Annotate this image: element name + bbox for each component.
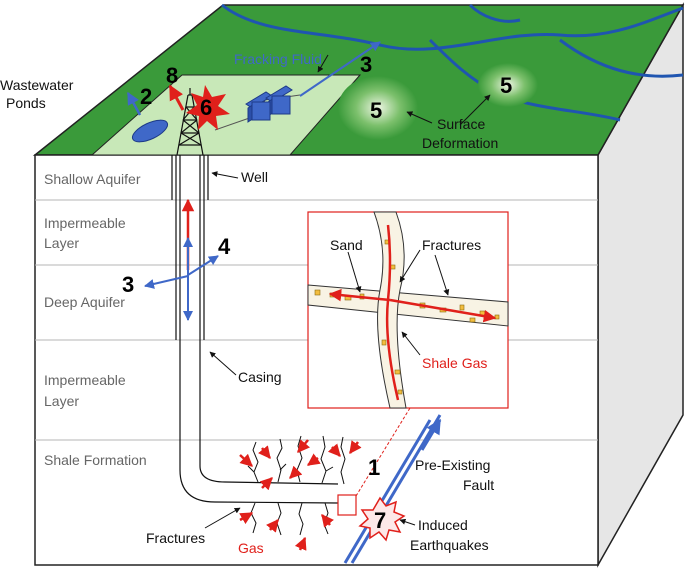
wastewater-ponds-line1: Wastewater — [0, 77, 74, 93]
marker-3-surface: 3 — [360, 52, 372, 77]
marker-1: 1 — [368, 455, 380, 480]
marker-8: 8 — [166, 63, 178, 88]
inset-shale-gas-label: Shale Gas — [422, 355, 487, 371]
surface-deformation-line2: Deformation — [422, 135, 498, 151]
marker-5-left: 5 — [370, 98, 382, 123]
casing-label: Casing — [238, 369, 282, 385]
inset-zoom: Sand Fractures Shale Gas — [307, 211, 509, 409]
well-casing — [171, 155, 209, 455]
surface-deformation-bump-right — [478, 63, 538, 107]
marker-7: 7 — [374, 508, 386, 533]
layer-deep-aquifer: Deep Aquifer — [44, 294, 125, 310]
leader-lines — [204, 54, 491, 529]
layer-shallow-aquifer: Shallow Aquifer — [44, 171, 141, 187]
layer-impermeable-2-line1: Impermeable — [44, 372, 126, 388]
wastewater-ponds-line2: Ponds — [6, 95, 46, 111]
gas-arrows — [239, 439, 362, 551]
arrow-4 — [187, 255, 219, 276]
layer-shale-formation: Shale Formation — [44, 452, 147, 468]
horizontal-wellbore — [179, 455, 339, 504]
surface-deformation-bump-left — [338, 76, 418, 140]
earthquake-burst-7 — [358, 496, 406, 542]
well-label: Well — [241, 169, 268, 185]
inset-fractures-label: Fractures — [422, 237, 481, 253]
marker-6: 6 — [200, 95, 212, 120]
layer-impermeable-1-line2: Layer — [44, 235, 79, 251]
pre-existing-fault — [343, 414, 442, 564]
arrow-2 — [126, 91, 142, 116]
fracking-fluid-label: Fracking Fluid — [234, 51, 322, 67]
drilling-rig — [176, 88, 204, 156]
fractures-label: Fractures — [146, 530, 205, 546]
layer-impermeable-1-line1: Impermeable — [44, 215, 126, 231]
layer-impermeable-2-line2: Layer — [44, 393, 79, 409]
wastewater-pond — [131, 119, 169, 143]
fracking-fluid-arrow — [299, 41, 381, 97]
marker-4: 4 — [218, 234, 231, 259]
marker-3-aquifer: 3 — [122, 272, 134, 297]
pre-existing-fault-line2: Fault — [463, 477, 494, 493]
explosion-burst-6 — [186, 85, 230, 130]
marker-5-right: 5 — [500, 73, 512, 98]
fracking-fluid-tanks — [214, 85, 301, 131]
arrow-8 — [168, 84, 185, 111]
arrow-3-aquifer — [144, 275, 189, 289]
zoom-box — [337, 494, 357, 516]
induced-earthquakes-line2: Earthquakes — [410, 537, 489, 553]
surface-deformation-line1: Surface — [437, 116, 485, 132]
inset-sand-label: Sand — [330, 237, 363, 253]
gas-label: Gas — [238, 540, 264, 556]
pre-existing-fault-line1: Pre-Existing — [415, 457, 490, 473]
marker-2: 2 — [140, 84, 152, 109]
zoom-connector — [355, 407, 411, 497]
induced-earthquakes-line1: Induced — [418, 517, 468, 533]
